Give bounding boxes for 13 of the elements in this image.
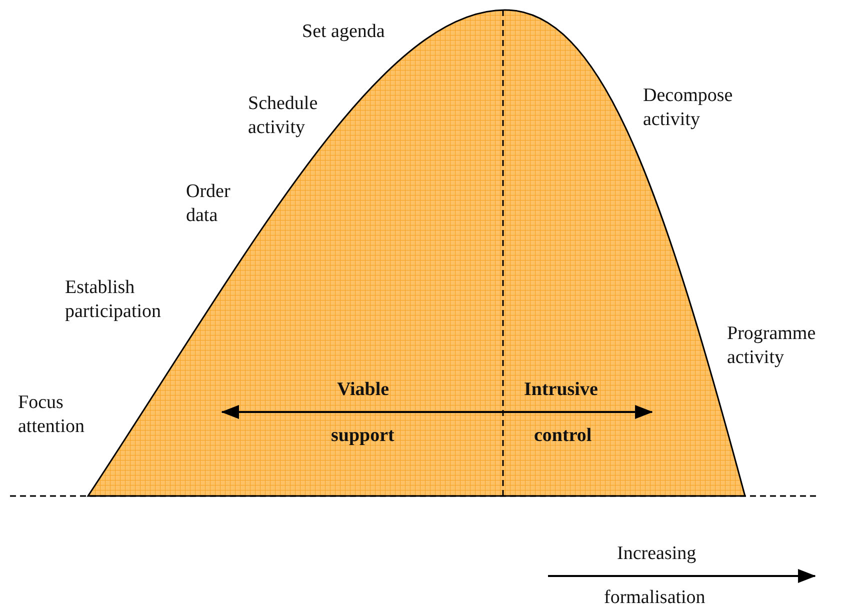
stage-label: Schedule activity: [248, 92, 319, 140]
axis-label: Increasing: [617, 542, 696, 566]
arrow-label: Viable: [337, 378, 390, 402]
arrow-label: Intrusive: [524, 378, 598, 402]
stage-label: Focus attention: [18, 391, 86, 439]
stage-label: Order data: [186, 180, 232, 228]
stage-label: Establish participation: [65, 276, 162, 324]
stage-label: Set agenda: [302, 20, 385, 44]
arrow-label: control: [534, 424, 592, 448]
stage-label: Programme activity: [727, 322, 817, 370]
axis-label: formalisation: [604, 586, 706, 610]
arrow-label: support: [331, 424, 394, 448]
stage-label: Decompose activity: [643, 84, 734, 132]
